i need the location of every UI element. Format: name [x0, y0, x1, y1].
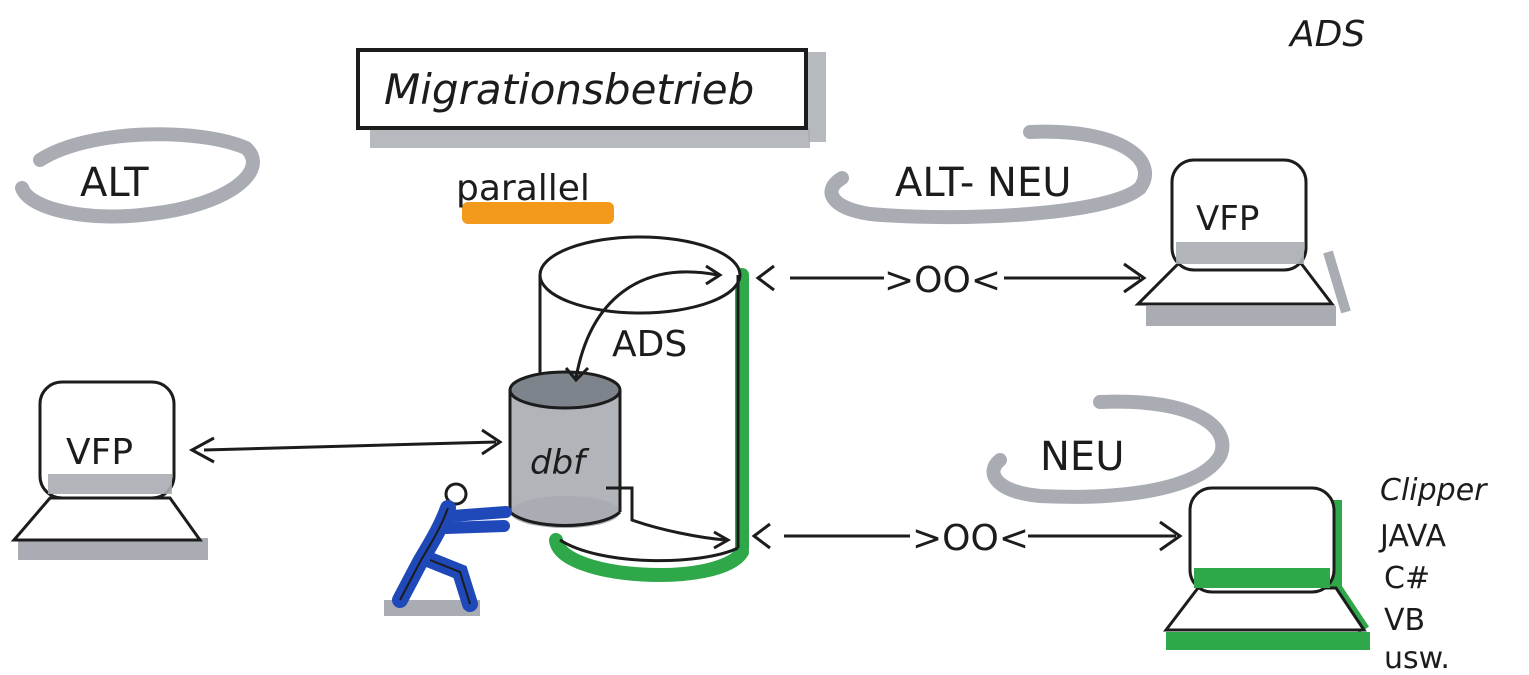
person-figure — [384, 482, 512, 616]
legacy-link-arrow — [188, 428, 503, 464]
zone-alt: ALT — [15, 127, 260, 224]
parallel-label: parallel — [456, 168, 614, 224]
new-client — [1162, 486, 1370, 650]
top-connector: >OO< — [755, 260, 1147, 301]
dbf-label: dbf — [530, 443, 590, 483]
dbf-store: dbf — [508, 370, 622, 528]
language-item: JAVA — [1378, 519, 1447, 554]
language-item: VB — [1384, 603, 1425, 638]
legacy-vfp-client: VFP — [10, 380, 208, 560]
zone-alt-neu-label: ALT- NEU — [895, 160, 1072, 206]
legacy-vfp-label: VFP — [66, 432, 133, 473]
zone-alt-label: ALT — [80, 160, 149, 206]
zone-alt-neu: ALT- NEU — [824, 124, 1152, 225]
parallel-text: parallel — [456, 168, 590, 209]
title-box: Migrationsbetrieb — [356, 48, 826, 148]
zone-neu-label: NEU — [1040, 434, 1124, 480]
ads-server-label: ADS — [612, 324, 687, 365]
internal-sync-arrows — [564, 264, 732, 550]
migrated-vfp-label: VFP — [1196, 199, 1259, 239]
new-client-language-list: Clipper JAVA C# VB usw. — [1378, 473, 1488, 675]
corner-label: ADS — [1288, 14, 1365, 55]
language-item: Clipper — [1380, 473, 1488, 508]
zone-neu: NEU — [986, 394, 1230, 504]
migrated-vfp-client: VFP — [1134, 158, 1351, 326]
ads-server-cylinder: ADS — [538, 235, 749, 582]
language-item: usw. — [1384, 641, 1450, 675]
top-connector-label: >OO< — [884, 260, 1001, 301]
bottom-connector: >OO< — [751, 518, 1183, 559]
bottom-connector-label: >OO< — [912, 518, 1029, 559]
page-title: Migrationsbetrieb — [384, 65, 754, 114]
language-item: C# — [1384, 561, 1430, 596]
